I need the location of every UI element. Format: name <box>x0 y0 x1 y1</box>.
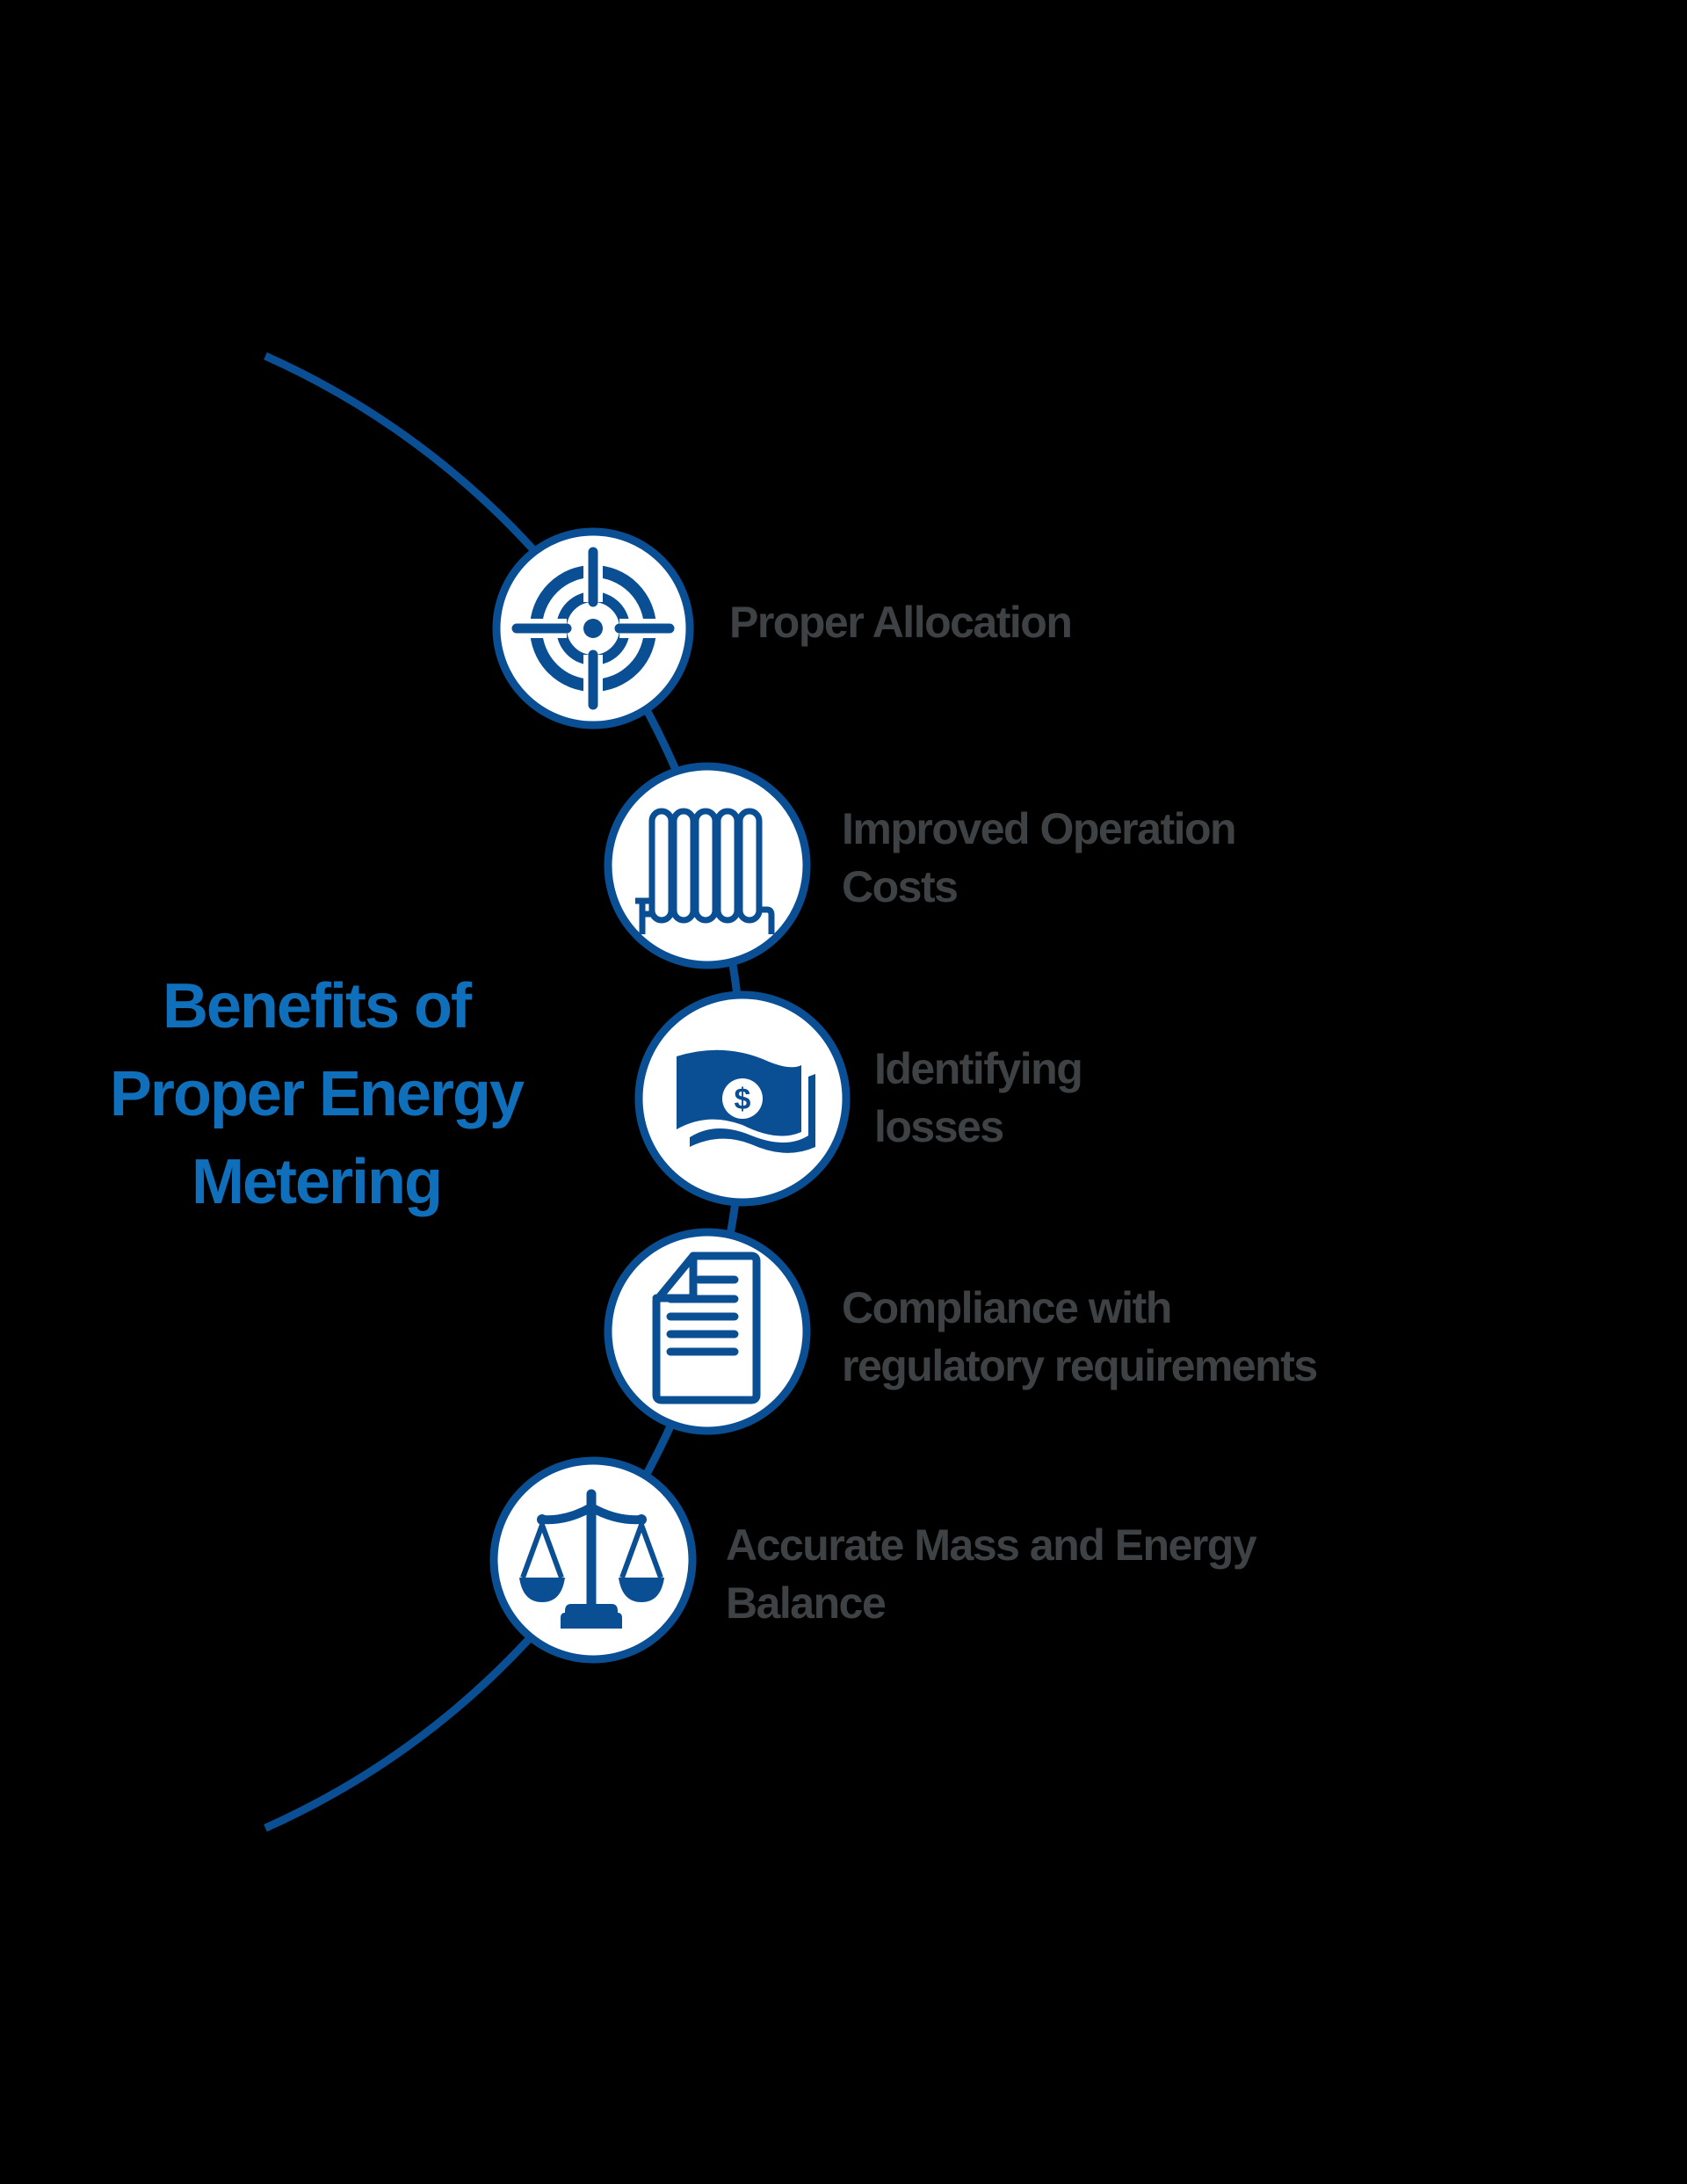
benefit-label-3: Identifying losses <box>874 1040 1083 1156</box>
document-icon <box>652 1252 761 1404</box>
benefit-label-3-line-2: losses <box>874 1102 1004 1151</box>
benefit-node-3: $ <box>634 990 851 1207</box>
svg-text:$: $ <box>735 1083 751 1116</box>
benefit-label-3-line-1: Identifying <box>874 1044 1083 1093</box>
benefit-label-1: Proper Allocation <box>729 593 1073 651</box>
benefit-label-4-line-1: Compliance with <box>842 1283 1172 1332</box>
benefit-label-4: Compliance with regulatory requirements <box>842 1279 1318 1395</box>
balance-scale-icon <box>519 1489 664 1629</box>
benefit-label-5: Accurate Mass and Energy Balance <box>726 1516 1257 1632</box>
money-bill-icon: $ <box>677 1049 815 1153</box>
benefit-label-5-line-2: Balance <box>726 1578 887 1628</box>
diagram-title: Benefits of Proper Energy Metering <box>35 962 597 1226</box>
title-line-2: Proper Energy <box>109 1059 525 1129</box>
benefit-label-2-line-2: Costs <box>842 862 959 911</box>
benefit-node-5 <box>489 1456 697 1664</box>
benefit-label-5-line-1: Accurate Mass and Energy <box>726 1520 1257 1570</box>
benefit-label-2-line-1: Improved Operation <box>842 804 1237 853</box>
target-icon <box>511 547 675 710</box>
benefit-node-4 <box>604 1228 811 1435</box>
benefit-label-2: Improved Operation Costs <box>842 800 1237 916</box>
benefit-node-1 <box>492 527 694 729</box>
title-line-3: Metering <box>191 1147 443 1217</box>
radiator-icon <box>635 808 775 934</box>
benefit-node-2 <box>604 762 811 969</box>
benefit-label-1-line-1: Proper Allocation <box>729 598 1073 647</box>
title-line-1: Benefits of <box>162 971 472 1041</box>
benefit-label-4-line-2: regulatory requirements <box>842 1341 1318 1390</box>
